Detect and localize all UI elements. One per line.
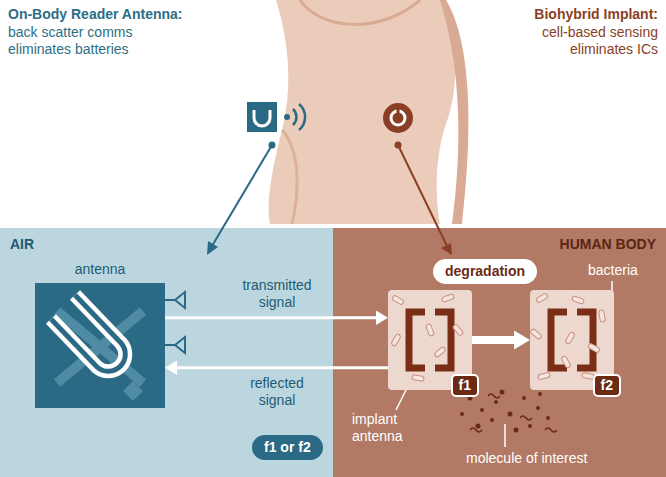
antenna-port <box>175 292 185 308</box>
air-panel: AIRantennaf1 or f2 <box>0 228 333 477</box>
wave-arc <box>299 104 305 130</box>
leader-head <box>207 241 218 255</box>
edge-label: reflected signal <box>231 375 323 409</box>
note: cell-based sensing eliminates ICs <box>523 24 658 58</box>
reader-icon-glyph <box>254 110 270 126</box>
node-label: HUMAN BODY <box>560 236 656 253</box>
bacterium <box>561 356 571 369</box>
antenna-fork <box>51 295 125 371</box>
leader-line <box>398 145 447 246</box>
bacterium <box>426 324 435 337</box>
molecule-squiggle <box>470 428 482 432</box>
wave-dot <box>284 114 290 120</box>
molecule-squiggle <box>545 428 557 432</box>
heading: Biohybrid Implant: <box>534 6 658 23</box>
state-pill: degradation <box>433 259 537 284</box>
implant-icon-gap <box>397 109 400 116</box>
molecule-dot <box>508 412 513 417</box>
molecule-squiggle <box>520 416 532 420</box>
arrowhead <box>165 361 177 375</box>
air-panel-ground <box>0 228 333 477</box>
body-panel-ground <box>333 228 666 477</box>
node-label: antenna <box>35 261 165 278</box>
reader-antenna-box: antenna <box>35 283 165 408</box>
callout-leader <box>504 424 506 447</box>
bacterium <box>442 294 455 303</box>
antenna-feed <box>123 381 143 401</box>
molecule-dot <box>480 408 484 412</box>
antenna-fork-inner <box>51 295 125 371</box>
molecule-dot <box>528 424 532 428</box>
implant-icon <box>383 103 413 133</box>
node-label: f1 <box>451 374 479 397</box>
molecule-dot <box>500 390 505 395</box>
bacterium <box>598 310 605 323</box>
callout-label: implant antenna <box>352 411 424 445</box>
split-ring <box>435 312 451 368</box>
torso <box>269 0 456 224</box>
bacterium <box>588 343 601 353</box>
bacterium <box>572 296 585 305</box>
signal-arrow <box>472 330 530 349</box>
bacterium <box>530 328 542 340</box>
neck-line <box>300 0 420 24</box>
connector-line <box>165 316 378 319</box>
molecule-dot <box>536 406 540 410</box>
antenna-port <box>175 337 185 353</box>
signal-arrow <box>165 361 388 375</box>
molecule-dot <box>490 418 494 422</box>
bacterium <box>452 324 464 336</box>
implant-box: f2 <box>530 290 614 390</box>
bacterium <box>391 334 401 347</box>
frequency-pill: f1 or f2 <box>252 435 323 460</box>
bacterium <box>412 374 425 381</box>
reader-icon <box>247 102 277 132</box>
implant-box: f1 <box>388 290 472 390</box>
leader-line <box>212 145 272 246</box>
bacterium <box>565 332 575 345</box>
callout-label: bacteria <box>588 262 638 279</box>
antenna-graphic <box>35 283 165 408</box>
molecule-dot <box>514 428 519 433</box>
bacterium <box>538 372 551 380</box>
bacterium <box>392 295 405 305</box>
molecule-dot <box>546 416 550 420</box>
molecule-dot <box>476 424 481 429</box>
heading: On-Body Reader Antenna: <box>8 6 183 23</box>
molecule-dot <box>538 392 542 396</box>
arm-shadow <box>440 0 469 224</box>
molecule-dot <box>522 396 526 400</box>
arrowhead <box>514 330 530 349</box>
bacterium <box>536 293 549 303</box>
edge-label: transmitted signal <box>231 277 323 311</box>
bacterium <box>434 346 446 358</box>
molecule-dot <box>494 400 498 404</box>
node-label: degradation <box>445 263 525 280</box>
signal-arrow <box>165 311 388 325</box>
torso-shade <box>282 130 297 224</box>
node-label: f1 or f2 <box>264 439 311 456</box>
leader-head <box>441 243 452 255</box>
arrowhead <box>376 311 388 325</box>
callout-label: molecule of interest <box>466 450 587 467</box>
connector-line <box>472 336 517 344</box>
split-ring <box>409 312 425 368</box>
molecule-squiggle <box>488 394 500 398</box>
split-ring <box>577 312 593 368</box>
node-label: f2 <box>593 374 621 397</box>
wave-arc <box>293 109 296 125</box>
molecule-dot <box>460 412 464 416</box>
note: back scatter comms eliminates batteries <box>8 24 158 58</box>
connector-line <box>175 366 388 369</box>
node-label: AIR <box>10 236 34 253</box>
